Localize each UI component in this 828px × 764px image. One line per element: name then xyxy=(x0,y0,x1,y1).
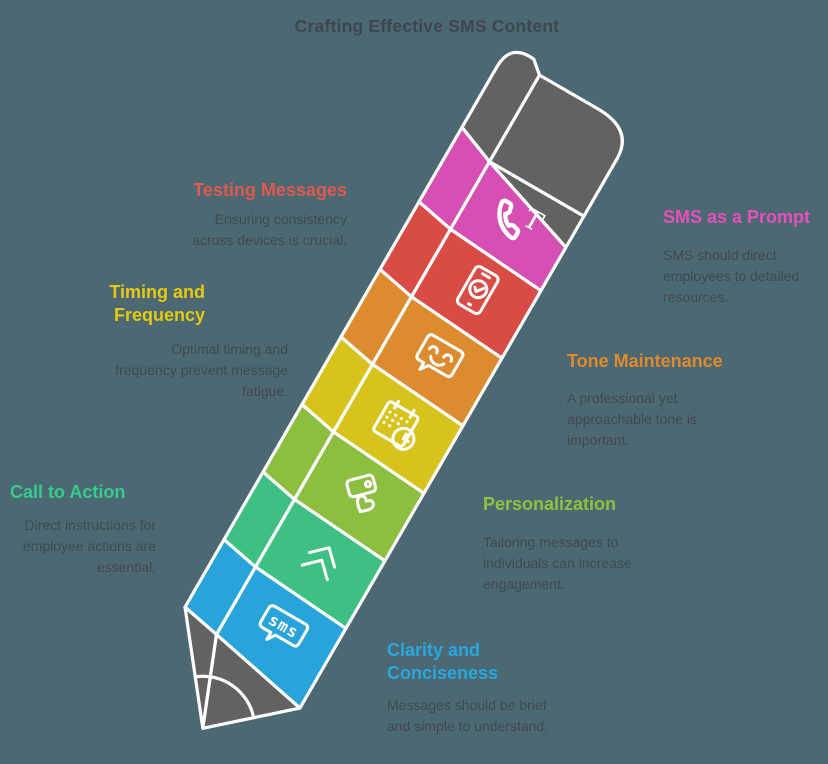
label-timing-and-frequency-title: Timing and Frequency xyxy=(109,282,205,325)
label-sms-as-a-prompt-body: SMS should direct employees to detailed … xyxy=(663,247,800,305)
calendar-clock-icon xyxy=(372,399,420,451)
pencil-fold-line-eraser xyxy=(487,73,542,164)
label-personalization-title: Personalization xyxy=(483,494,617,514)
chat-smiley-icon xyxy=(415,333,465,379)
label-tone-maintenance-title: Tone Maintenance xyxy=(567,351,723,371)
label-call-to-action-title: Call to Action xyxy=(10,482,126,502)
pencil-tip-face xyxy=(201,632,302,730)
pencil: T xyxy=(183,50,624,730)
pencil-eraser-cap xyxy=(460,50,624,218)
label-testing-messages-title: Testing Messages xyxy=(193,180,347,200)
label-testing-messages-body: Ensuring consistency across devices is c… xyxy=(192,211,347,248)
chevrons-up-icon xyxy=(300,546,337,582)
tag-heart-icon xyxy=(345,473,378,514)
page-title: Crafting Effective SMS Content xyxy=(294,16,560,36)
label-clarity-and-conciseness-body: Messages should be brief and simple to u… xyxy=(387,697,549,734)
label-personalization-body: Tailoring messages to individuals can in… xyxy=(483,534,632,592)
phone-check-icon xyxy=(455,265,500,316)
label-sms-as-a-prompt-title: SMS as a Prompt xyxy=(663,207,811,227)
label-call-to-action-body: Direct instructions for employee actions… xyxy=(22,517,156,575)
pencil-tip-arc xyxy=(193,674,256,720)
label-clarity-and-conciseness-title: Clarity and Conciseness xyxy=(387,640,499,683)
label-tone-maintenance-body: A professional yet approachable tone is … xyxy=(567,390,697,448)
label-timing-and-frequency-body: Optimal timing and frequency prevent mes… xyxy=(115,341,288,399)
